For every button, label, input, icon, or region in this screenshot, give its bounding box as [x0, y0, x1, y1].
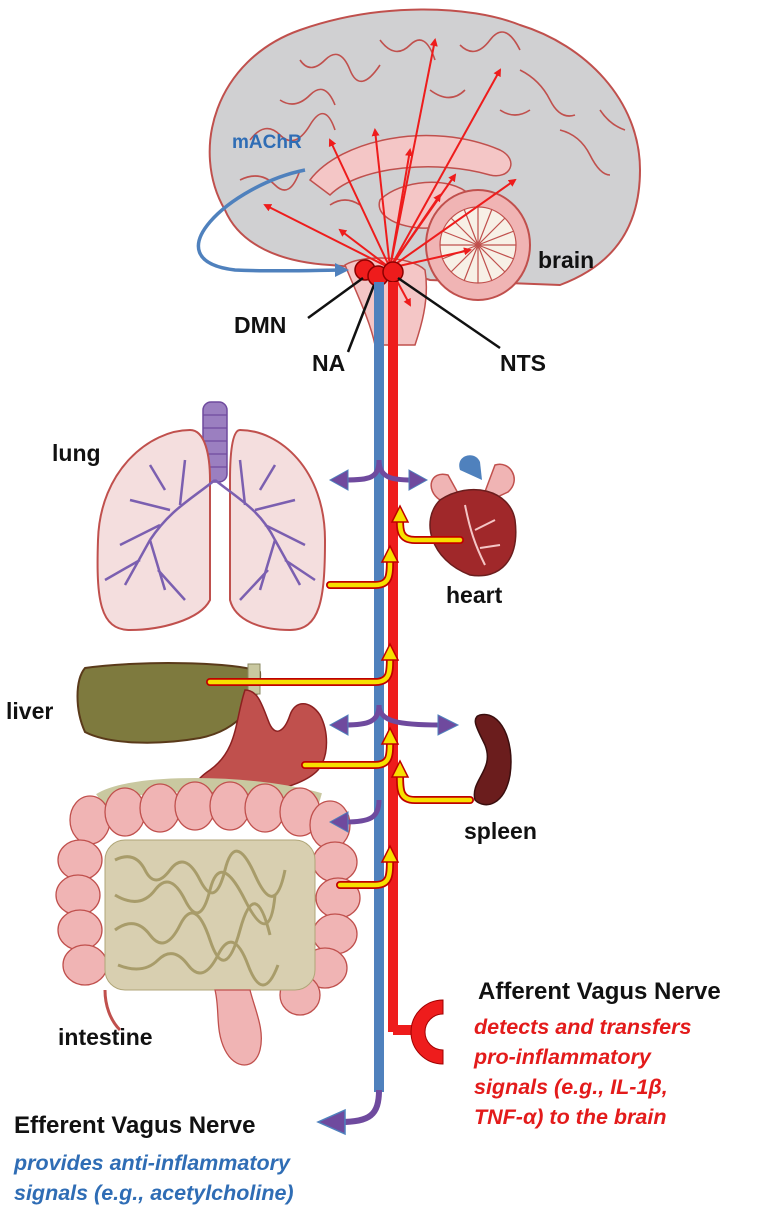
intestine-label: intestine — [58, 1024, 153, 1050]
spleen-label: spleen — [464, 818, 537, 844]
afferent-title: Afferent Vagus Nerve — [478, 978, 721, 1005]
afferent-description: detects and transfers pro-inflammatory s… — [474, 1012, 691, 1132]
bronchi — [104, 459, 316, 601]
machr-label: mAChR — [232, 132, 302, 153]
efferent-description: provides anti-inflammatory signals (e.g.… — [14, 1148, 294, 1208]
nts-label: NTS — [500, 350, 546, 376]
brainstem-nuclei — [354, 259, 404, 287]
machr-feedback-arrow — [196, 168, 349, 278]
efferent-output-arrow — [339, 1089, 382, 1125]
afferent-line-1: detects and transfers — [474, 1015, 692, 1039]
dmn-label: DMN — [234, 312, 287, 338]
liver-illustration — [76, 662, 262, 744]
heart-label: heart — [446, 582, 503, 608]
intestine-illustration — [55, 778, 361, 1066]
brain-gyri — [239, 31, 626, 206]
efferent-nerve-trunk — [374, 282, 384, 1092]
efferent-title: Efferent Vagus Nerve — [14, 1112, 256, 1139]
nucleus-leader-lines — [307, 276, 501, 353]
brain-label: brain — [538, 247, 595, 273]
na-label: NA — [312, 350, 346, 376]
lung-illustration — [96, 401, 327, 632]
brain-illustration — [208, 8, 642, 346]
efferent-branch-arrowheads — [328, 469, 460, 833]
efferent-line-2: signals (e.g., acetylcholine) — [14, 1181, 294, 1205]
liver-label: liver — [6, 698, 54, 724]
heart-illustration — [429, 455, 517, 577]
brain-projection-arrows — [263, 38, 517, 307]
afferent-signal-arrowheads — [380, 504, 410, 863]
afferent-signal-paths — [206, 516, 474, 889]
spleen-illustration — [473, 713, 512, 806]
left-lung — [96, 428, 211, 632]
afferent-receptor — [393, 999, 444, 1065]
afferent-line-4: TNF-α) to the brain — [474, 1105, 667, 1129]
efferent-branches — [344, 459, 441, 825]
afferent-line-2: pro-inflammatory — [474, 1045, 651, 1069]
afferent-line-3: signals (e.g., IL-1β, — [474, 1075, 668, 1099]
efferent-line-1: provides anti-inflammatory — [14, 1151, 290, 1175]
lung-label: lung — [52, 440, 101, 466]
